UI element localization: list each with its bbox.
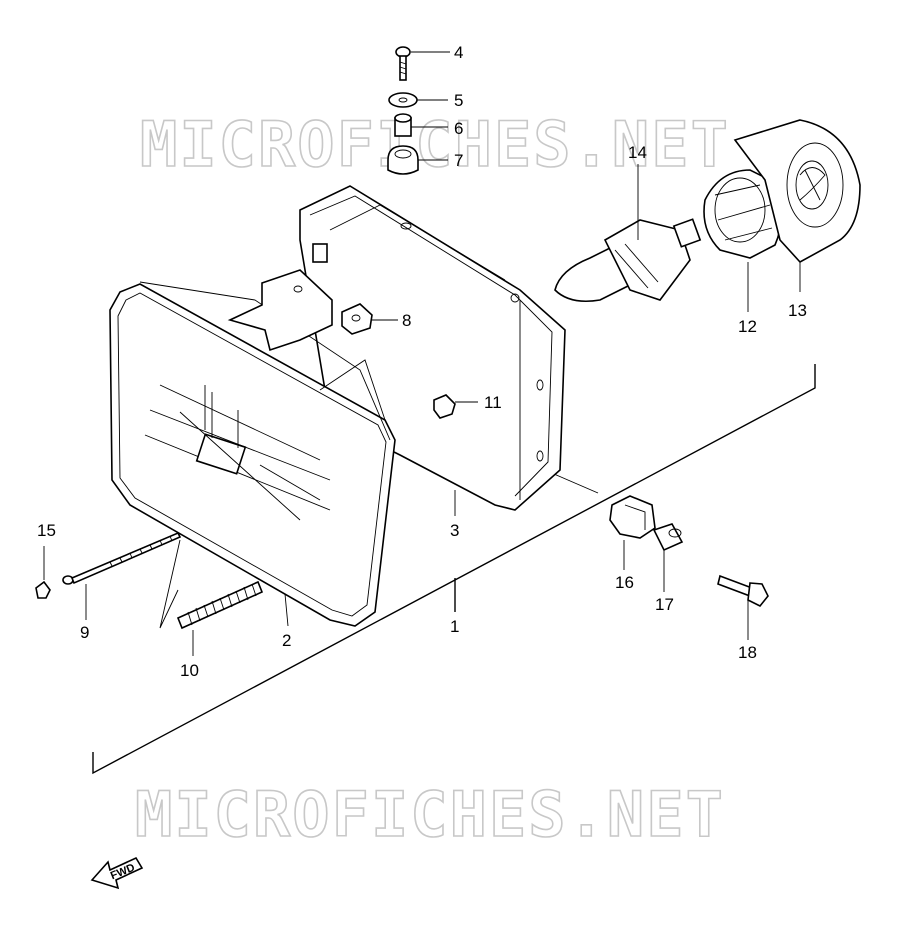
fastener-part-16[interactable] (609, 495, 656, 539)
part-label-17: 17 (655, 595, 674, 614)
part-label-8: 8 (402, 311, 411, 330)
headlamp-bulb[interactable] (554, 218, 702, 303)
part-label-7: 7 (454, 151, 463, 170)
part-label-6: 6 (454, 119, 463, 138)
bolt-part-18[interactable] (717, 574, 769, 608)
forward-arrow-icon: FWD (90, 856, 144, 890)
grommet-part-7[interactable] (387, 145, 419, 175)
collar-part-17[interactable] (652, 523, 684, 552)
part-label-3: 3 (450, 521, 459, 540)
part-label-12: 12 (738, 317, 757, 336)
washer-part-5[interactable] (388, 92, 418, 108)
leader-lines (43, 51, 801, 656)
collar-part-6[interactable] (394, 113, 412, 137)
part-label-5: 5 (454, 91, 463, 110)
spring-part-10[interactable] (176, 580, 264, 630)
headlamp-unit[interactable] (109, 269, 396, 627)
part-label-18: 18 (738, 643, 757, 662)
bulb-rubber-cover[interactable] (733, 119, 861, 264)
part-label-10: 10 (180, 661, 199, 680)
part-label-15: 15 (37, 521, 56, 540)
part-label-13: 13 (788, 301, 807, 320)
nut-part-11[interactable] (433, 394, 456, 419)
part-label-1: 1 (450, 617, 459, 636)
part-label-11: 11 (484, 393, 502, 412)
part-label-2: 2 (282, 631, 291, 650)
screw-part-4[interactable] (395, 46, 411, 81)
watermark-top: MICROFICHES.NET (140, 108, 730, 181)
adjusting-screw-part-9[interactable] (62, 531, 182, 585)
part-label-14: 14 (628, 143, 647, 162)
cap-part-15[interactable] (35, 580, 51, 599)
nut-part-8[interactable] (341, 303, 373, 335)
fwd-label: FWD (109, 862, 137, 883)
part-label-9: 9 (80, 623, 89, 642)
part-labels: 4 5 6 7 14 8 12 13 11 3 15 16 17 9 1 2 1… (37, 43, 807, 680)
part-label-4: 4 (454, 43, 463, 62)
watermark-bottom: MICROFICHES.NET (135, 778, 725, 851)
part-label-16: 16 (615, 573, 634, 592)
